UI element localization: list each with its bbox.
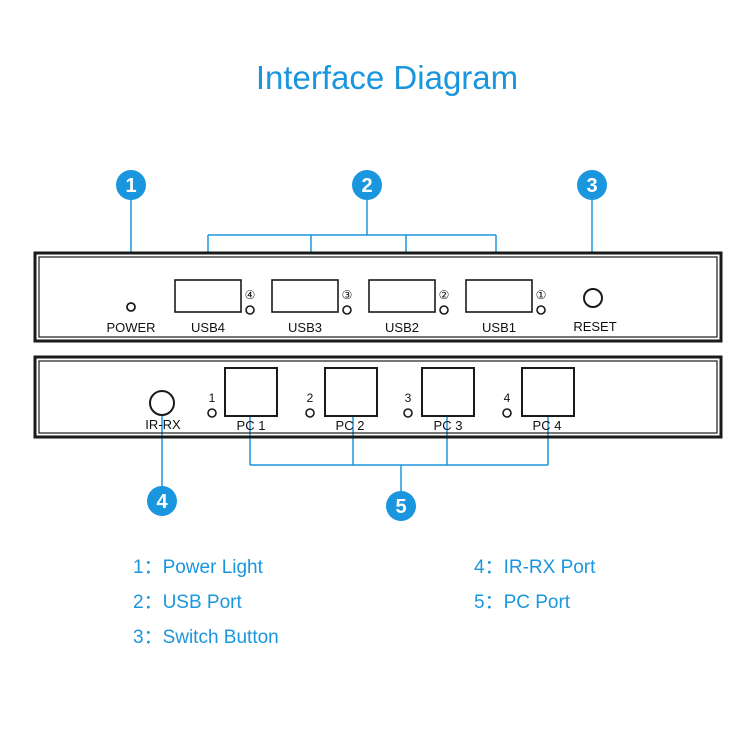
front-panel-inner xyxy=(38,256,718,338)
pc-label: PC 3 xyxy=(434,418,463,433)
back-panel-outer xyxy=(33,355,723,439)
back-panel-inner xyxy=(38,360,718,434)
pc-number: 2 xyxy=(307,391,314,405)
legend-item-1: 1：Power Light xyxy=(133,557,263,578)
usb-label: USB3 xyxy=(288,320,322,335)
pc-label: PC 2 xyxy=(336,418,365,433)
usb-led-icon xyxy=(342,305,352,315)
pc-label: PC 1 xyxy=(237,418,266,433)
callout-1: 1 xyxy=(116,170,146,200)
pc-port-socket-icon xyxy=(224,367,278,417)
usb-label: USB2 xyxy=(385,320,419,335)
pc-port-socket-icon xyxy=(521,367,575,417)
reset-button-icon xyxy=(583,288,603,308)
pc-number: 1 xyxy=(209,391,216,405)
usb-number-mark: ① xyxy=(536,288,547,302)
usb-label: USB1 xyxy=(482,320,516,335)
legend-item-2: 2：USB Port xyxy=(133,592,242,613)
usb-number-mark: ③ xyxy=(342,288,353,302)
pc-label: PC 4 xyxy=(533,418,562,433)
callout-badge-icon xyxy=(352,170,382,200)
usb-socket-icon xyxy=(465,279,533,313)
pc-port-1: 1 PC 1 xyxy=(207,367,278,433)
usb-port-1: ① USB1 xyxy=(465,279,547,335)
diagram-title: Interface Diagram xyxy=(256,59,518,96)
callout-2: 2 xyxy=(352,170,382,200)
usb-port-4: ④ USB4 xyxy=(174,279,256,335)
leader-lines xyxy=(130,200,593,492)
usb-number-mark: ② xyxy=(439,288,450,302)
usb-socket-icon xyxy=(271,279,339,313)
usb-socket-icon xyxy=(368,279,436,313)
usb-led-icon xyxy=(536,305,546,315)
usb-socket-icon xyxy=(174,279,242,313)
callout-4: 4 xyxy=(147,486,177,516)
back-panel: IR-RX 1 PC 1 2 PC 2 3 PC 3 4 PC 4 xyxy=(33,355,723,439)
pc-port-socket-icon xyxy=(421,367,475,417)
usb-port-3: ③ USB3 xyxy=(271,279,353,335)
callout-badge-icon xyxy=(386,491,416,521)
power-label: POWER xyxy=(106,320,155,335)
legend-item-3: 3：Switch Button xyxy=(133,627,279,648)
callout-badge-icon xyxy=(147,486,177,516)
irrx-label: IR-RX xyxy=(145,417,181,432)
pc-led-icon xyxy=(207,408,217,418)
pc-led-icon xyxy=(502,408,512,418)
usb-label: USB4 xyxy=(191,320,225,335)
power-led-icon xyxy=(126,302,136,312)
pc-led-icon xyxy=(403,408,413,418)
usb-port-2: ② USB2 xyxy=(368,279,450,335)
pc-led-icon xyxy=(305,408,315,418)
reset-label: RESET xyxy=(573,319,616,334)
callout-badge-icon xyxy=(116,170,146,200)
usb-number-mark: ④ xyxy=(245,288,256,302)
pc-port-2: 2 PC 2 xyxy=(305,367,378,433)
callout-3: 3 xyxy=(577,170,607,200)
irrx-sensor-icon xyxy=(149,390,175,416)
pc-port-4: 4 PC 4 xyxy=(502,367,575,433)
callout-number: 5 xyxy=(395,496,406,518)
front-panel: POWER ④ USB4 ③ USB3 ② USB2 ① USB1 xyxy=(33,251,723,343)
legend-item-4: 4：IR-RX Port xyxy=(474,557,596,578)
callout-badge-icon xyxy=(577,170,607,200)
pc-port-3: 3 PC 3 xyxy=(403,367,475,433)
pc-number: 4 xyxy=(504,391,511,405)
callout-number: 2 xyxy=(361,175,372,197)
usb-led-icon xyxy=(439,305,449,315)
pc-port-socket-icon xyxy=(324,367,378,417)
pc-number: 3 xyxy=(405,391,412,405)
callout-number: 4 xyxy=(156,491,168,513)
usb-led-icon xyxy=(245,305,255,315)
legend-item-5: 5：PC Port xyxy=(474,592,571,613)
callout-number: 3 xyxy=(586,175,597,197)
callout-number: 1 xyxy=(125,175,136,197)
callout-5: 5 xyxy=(386,491,416,521)
